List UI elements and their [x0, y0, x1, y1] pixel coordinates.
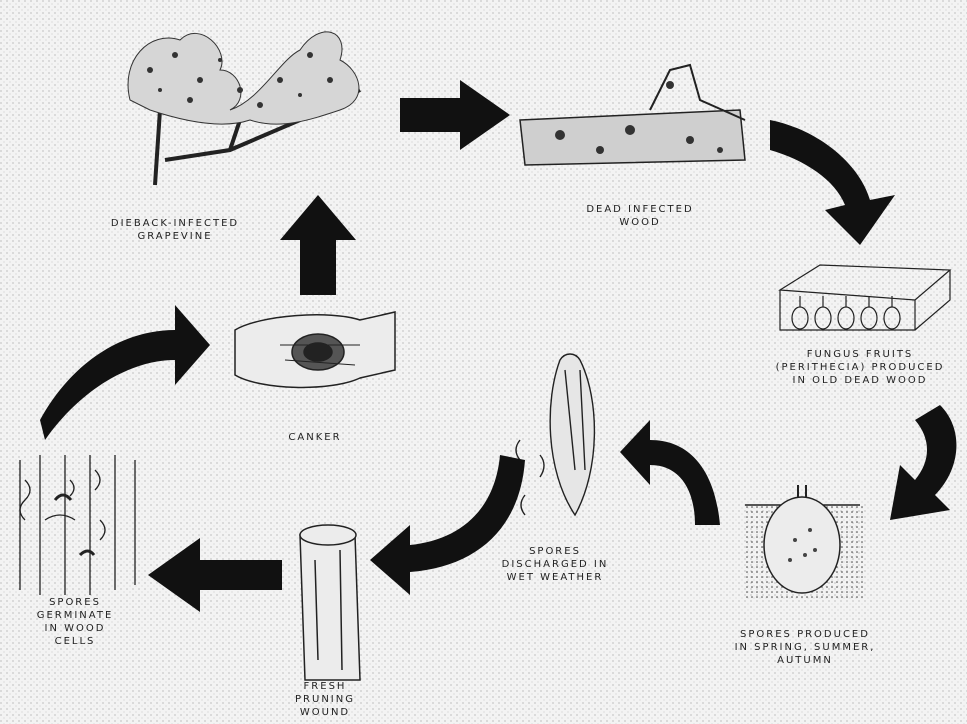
label-spores-discharged: SPORES DISCHARGED IN WET WEATHER [480, 545, 630, 584]
label-spores-germinate: SPORES GERMINATE IN WOOD CELLS [10, 596, 140, 648]
label-dead-wood: DEAD INFECTED WOOD [570, 203, 710, 229]
label-grapevine: DIEBACK-INFECTED GRAPEVINE [95, 217, 255, 243]
label-canker: CANKER [260, 431, 370, 444]
label-spores-produced: SPORES PRODUCED IN SPRING, SUMMER, AUTUM… [720, 628, 890, 667]
canker-illustration [235, 312, 395, 387]
label-perithecia: FUNGUS FRUITS (PERITHECIA) PRODUCED IN O… [760, 348, 960, 387]
label-pruning-wound: FRESH PRUNING WOUND [270, 680, 380, 719]
pruning-wound-illustration [300, 525, 360, 680]
